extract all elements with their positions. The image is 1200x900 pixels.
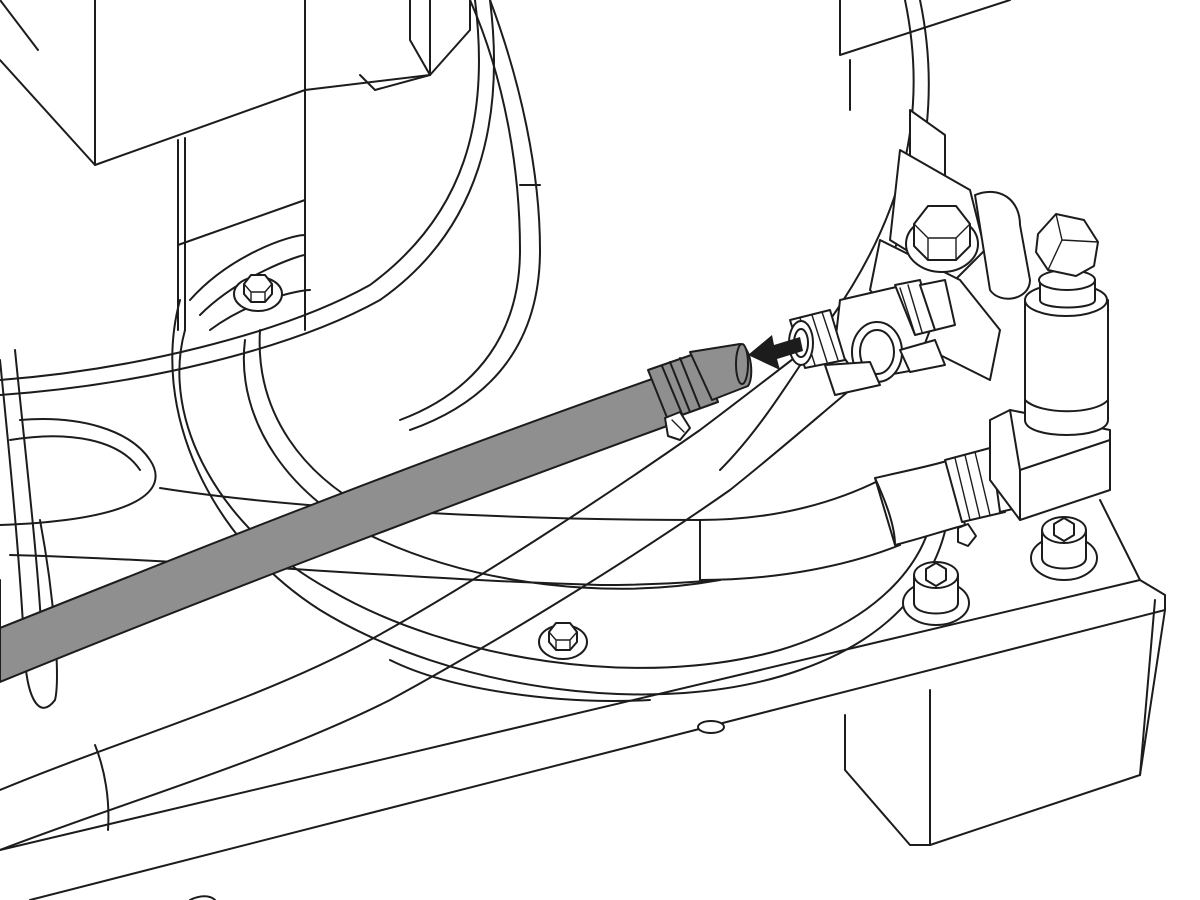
- base-rings: [171, 234, 951, 702]
- slot-hole: [697, 720, 725, 734]
- hex-bolt-icon: [538, 622, 588, 660]
- filter-canister: [1024, 269, 1109, 436]
- hex-bolt-icon: [905, 205, 979, 273]
- arrow-left-icon: [748, 335, 803, 370]
- upper-housing: [0, 0, 1011, 331]
- hose-clamp-icon: [664, 411, 691, 441]
- right-hose: [699, 434, 1031, 581]
- base-plate: [0, 499, 1166, 900]
- socket-cap-screw-icon: [1030, 516, 1098, 581]
- hex-bolt-icon: [233, 274, 283, 312]
- hose-clamp-icon: [957, 523, 977, 547]
- hex-bolt-icon: [1035, 213, 1099, 277]
- socket-cap-screw-icon: [902, 561, 970, 626]
- highlighted-hose: [0, 343, 753, 683]
- hose-end-fitting: [647, 343, 753, 421]
- background-pipes: [0, 0, 901, 851]
